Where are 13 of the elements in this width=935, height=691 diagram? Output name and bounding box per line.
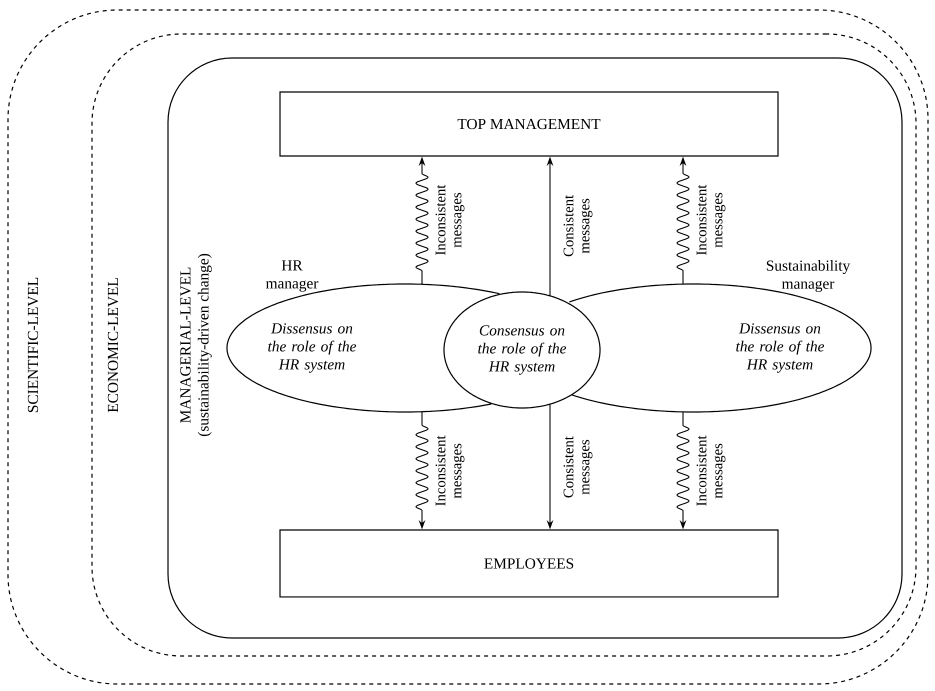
edge-label: Inconsistent messages: [696, 436, 726, 506]
level-label: MANAGERIAL-LEVEL (sustainability-driven change): [180, 254, 212, 436]
edge-label: Inconsistent messages: [436, 184, 464, 255]
edge-label: Consistent messages: [564, 195, 592, 256]
level-label: ECONOMIC-LEVEL: [108, 278, 118, 412]
edge-label: Consistent messages: [564, 436, 592, 498]
edge-label: Inconsistent messages: [696, 184, 726, 255]
process-box: TOP MANAGEMENT: [279, 91, 779, 157]
role-label: HR manager: [266, 260, 318, 292]
level-label: SCIENTIFIC-LEVEL: [28, 278, 38, 412]
edge-label: Inconsistent messages: [436, 436, 464, 506]
role-label: Sustainability manager: [766, 260, 850, 292]
process-box: EMPLOYEES: [279, 529, 779, 598]
